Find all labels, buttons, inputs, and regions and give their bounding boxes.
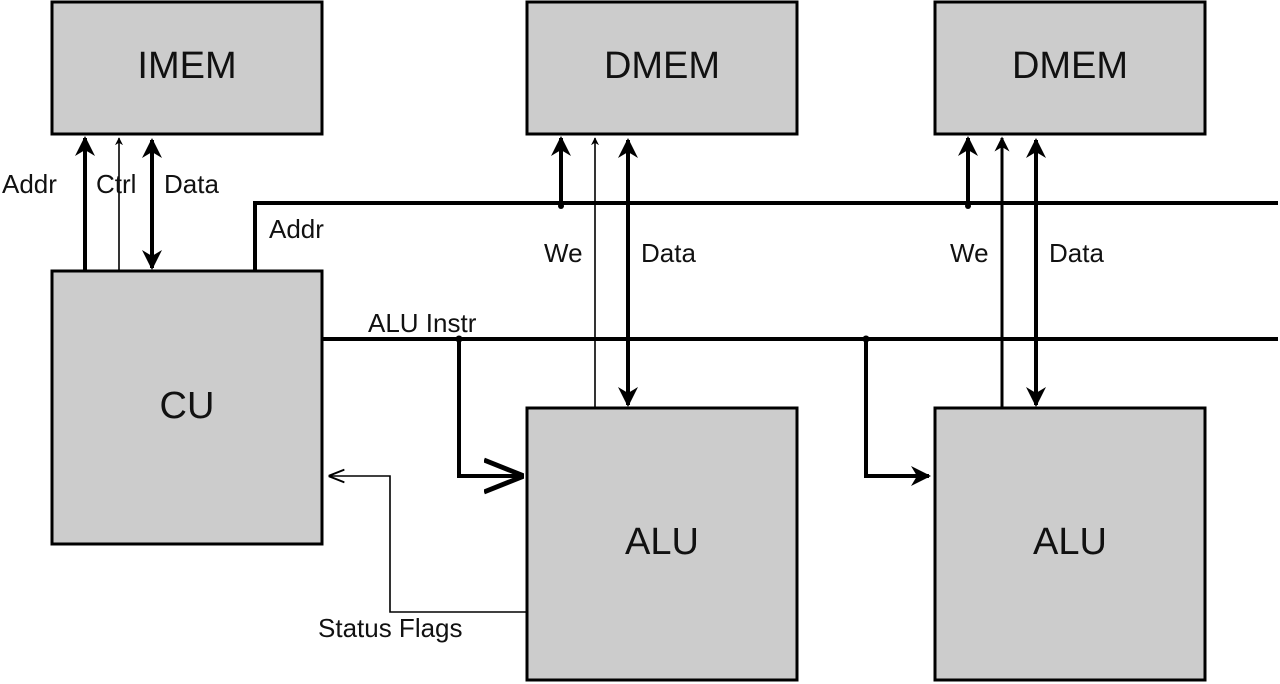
junction-dot [558,203,564,209]
dmem-1-label: DMEM [604,45,720,87]
alu-2-instr-arrow [864,339,931,486]
dmem-block-1: DMEM [525,0,799,136]
cu-label: CU [160,385,215,427]
status-flags-label: Status Flags [318,613,463,643]
alu-1-instr-arrow [457,339,520,476]
addr-bus [253,201,1278,271]
dmem-block-2: DMEM [933,0,1207,136]
we-2-label: We [950,238,989,268]
imem-block: IMEM [50,0,324,136]
alu-2-label: ALU [1033,521,1107,563]
imem-label: IMEM [137,45,236,87]
cu-block: CU [50,269,324,546]
we-1-label: We [544,238,583,268]
alu-1-label: ALU [625,521,699,563]
status-flags-arrow [330,476,527,613]
alu-block-1: ALU [525,406,799,682]
imem-addr-label: Addr [2,169,57,199]
imem-data-label: Data [164,169,219,199]
dmem-2-label: DMEM [1012,45,1128,87]
data-1-label: Data [641,238,696,268]
alu-instr-label: ALU Instr [368,308,477,338]
junction-dot [965,203,971,209]
imem-ctrl-label: Ctrl [96,169,136,199]
alu-block-2: ALU [933,406,1207,682]
data-2-label: Data [1049,238,1104,268]
addr-bus-label: Addr [269,214,324,244]
